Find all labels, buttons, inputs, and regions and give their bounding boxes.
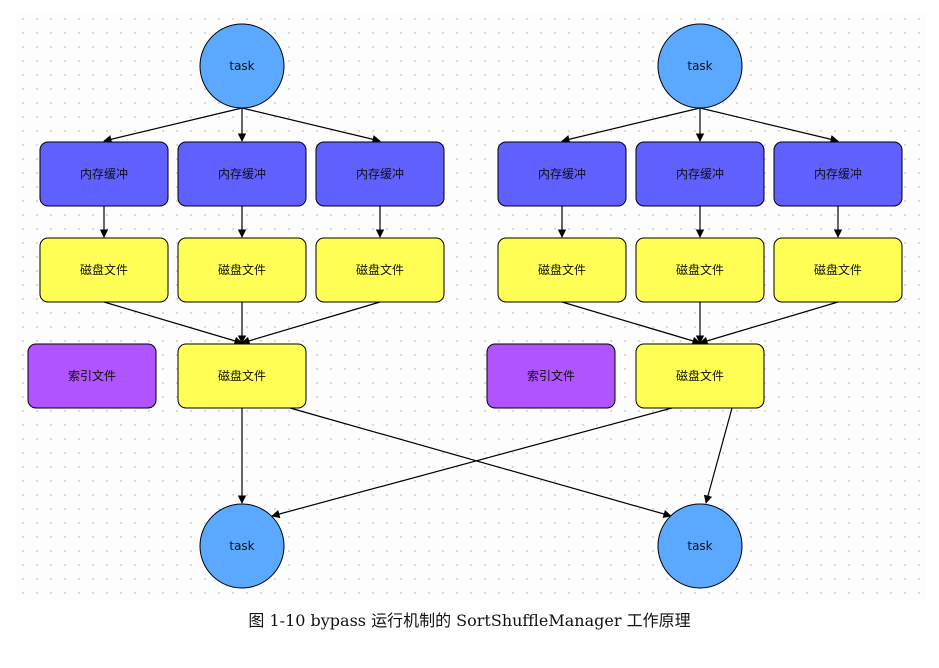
buffer-right-1-label: 内存缓冲 xyxy=(538,166,586,181)
disk-left-3-label: 磁盘文件 xyxy=(356,262,404,277)
edge-task-buffer-right-1 xyxy=(561,107,701,144)
buffer-left-1: 内存缓冲 xyxy=(39,141,169,207)
merged-disk-right: 磁盘文件 xyxy=(635,343,765,409)
index-file-left-label: 索引文件 xyxy=(68,368,116,383)
disk-left-2: 磁盘文件 xyxy=(177,237,307,303)
disk-right-2: 磁盘文件 xyxy=(635,237,765,303)
buffer-right-3: 内存缓冲 xyxy=(773,141,903,207)
task-top-right: task xyxy=(657,23,743,109)
edge-mergeR-taskBL xyxy=(271,407,673,519)
task-bottom-right: task xyxy=(657,503,743,589)
edge-disk-merge-left-1 xyxy=(103,301,243,345)
merged-disk-right-label: 磁盘文件 xyxy=(676,368,724,383)
edge-task-buffer-right-3 xyxy=(699,107,839,144)
buffer-right-2: 内存缓冲 xyxy=(635,141,765,207)
task-bottom-right-label: task xyxy=(687,539,712,553)
disk-right-3-label: 磁盘文件 xyxy=(814,262,862,277)
index-file-left: 索引文件 xyxy=(27,343,157,409)
disk-right-3: 磁盘文件 xyxy=(773,237,903,303)
index-file-right: 索引文件 xyxy=(486,343,616,409)
task-bottom-left-label: task xyxy=(229,539,254,553)
task-bottom-left: task xyxy=(199,503,285,589)
buffer-left-3-label: 内存缓冲 xyxy=(356,166,404,181)
edge-task-buffer-left-3 xyxy=(241,107,381,144)
buffer-left-2: 内存缓冲 xyxy=(177,141,307,207)
disk-right-2-label: 磁盘文件 xyxy=(676,262,724,277)
disk-right-1-label: 磁盘文件 xyxy=(538,262,586,277)
task-top-right-label: task xyxy=(687,59,712,73)
task-top-left-label: task xyxy=(229,59,254,73)
buffer-right-1: 内存缓冲 xyxy=(497,141,627,207)
index-file-right-label: 索引文件 xyxy=(527,368,575,383)
edge-disk-merge-left-3 xyxy=(241,301,381,345)
merged-disk-left-label: 磁盘文件 xyxy=(218,368,266,383)
edge-disk-merge-right-1 xyxy=(561,301,701,345)
disk-left-2-label: 磁盘文件 xyxy=(218,262,266,277)
buffer-left-1-label: 内存缓冲 xyxy=(80,166,128,181)
disk-left-3: 磁盘文件 xyxy=(315,237,445,303)
edge-task-buffer-left-1 xyxy=(103,107,243,144)
shuffle-diagram: task内存缓冲磁盘文件内存缓冲磁盘文件内存缓冲磁盘文件索引文件磁盘文件task… xyxy=(27,23,903,589)
task-top-left: task xyxy=(199,23,285,109)
disk-right-1: 磁盘文件 xyxy=(497,237,627,303)
figure-caption: 图 1-10 bypass 运行机制的 SortShuffleManager 工… xyxy=(248,611,691,630)
edge-disk-merge-right-3 xyxy=(699,301,839,345)
disk-left-1: 磁盘文件 xyxy=(39,237,169,303)
buffer-right-3-label: 内存缓冲 xyxy=(814,166,862,181)
buffer-left-3: 内存缓冲 xyxy=(315,141,445,207)
merged-disk-left: 磁盘文件 xyxy=(177,343,307,409)
buffer-right-2-label: 内存缓冲 xyxy=(676,166,724,181)
disk-left-1-label: 磁盘文件 xyxy=(80,262,128,277)
edge-mergeL-taskBR xyxy=(289,407,672,518)
buffer-left-2-label: 内存缓冲 xyxy=(218,166,266,181)
edge-mergeR-taskBR xyxy=(703,407,733,504)
